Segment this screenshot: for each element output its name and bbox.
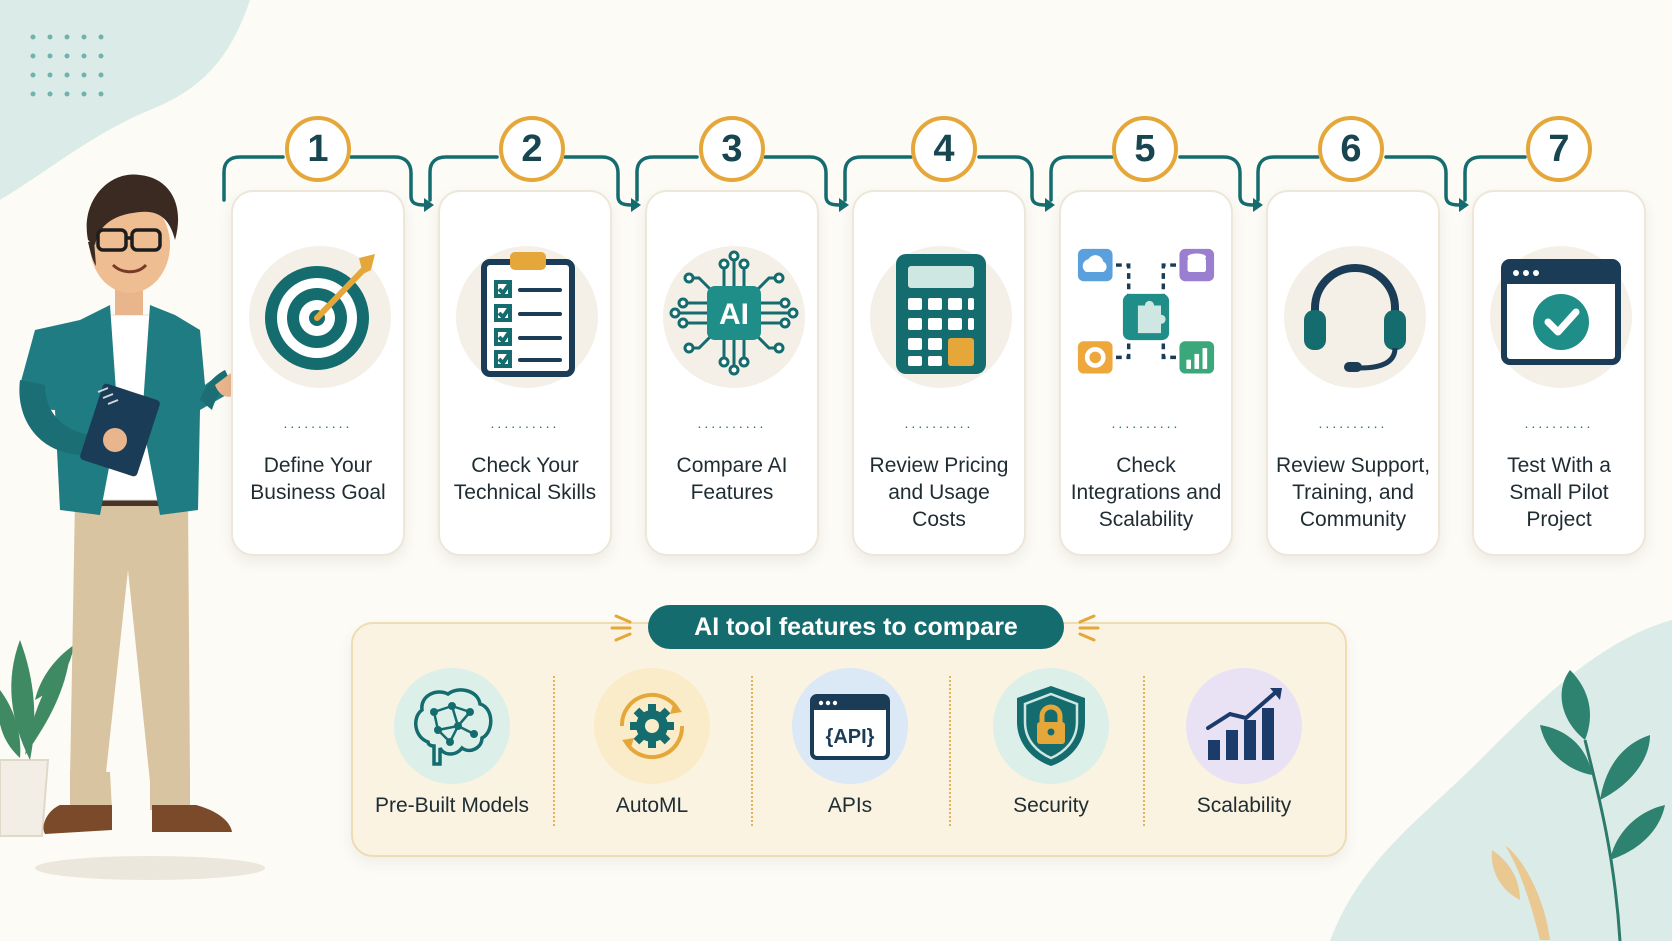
step-card-1: .......... Define Your Business Goal xyxy=(231,190,405,556)
step-number-badge-4: 4 xyxy=(911,116,977,182)
ai-chip-icon: AI xyxy=(669,250,799,376)
checklist-icon xyxy=(481,252,575,377)
gear-cycle-icon xyxy=(619,692,685,760)
feature-label: Security xyxy=(1013,794,1089,817)
step-number-badge-2: 2 xyxy=(499,116,565,182)
title-sparkles xyxy=(610,614,1100,642)
features-panel-title: AI tool features to compare xyxy=(648,605,1064,649)
ai-chip-text: AI xyxy=(719,298,749,331)
feature-divider xyxy=(1143,676,1145,826)
step-separator: .......... xyxy=(490,415,560,431)
step-label: Compare AI Features xyxy=(676,454,788,504)
step-separator: .......... xyxy=(1111,415,1181,431)
shield-lock-icon xyxy=(1017,686,1085,766)
step-card-6: .......... Review Support, Training, and… xyxy=(1266,190,1440,556)
headset-icon xyxy=(1304,264,1406,372)
step-number-badge-5: 5 xyxy=(1112,116,1178,182)
step-number-badge-1: 1 xyxy=(285,116,351,182)
target-icon xyxy=(265,254,375,370)
step-separator: .......... xyxy=(1524,415,1594,431)
feature-item-apis: {API} APIs xyxy=(760,668,940,828)
feature-item-security: Security xyxy=(961,668,1141,828)
step-card-7: .......... Test With a Small Pilot Proje… xyxy=(1472,190,1646,556)
step-card-3: AI .......... Compare AI Features xyxy=(645,190,819,556)
browser-check-icon xyxy=(1501,259,1621,365)
feature-label: AutoML xyxy=(615,794,689,817)
feature-divider xyxy=(751,676,753,826)
step-label: Test With a Small Pilot Project xyxy=(1507,454,1611,531)
step-separator: .......... xyxy=(1318,415,1388,431)
calculator-icon xyxy=(896,254,986,374)
step-number-badge-7: 7 xyxy=(1526,116,1592,182)
step-separator: .......... xyxy=(904,415,974,431)
growth-bars-icon xyxy=(1206,688,1282,760)
step-label: Define Your Business Goal xyxy=(250,454,386,504)
step-card-5: .......... Check Integrations and Scalab… xyxy=(1059,190,1233,556)
feature-label: Pre-Built Models xyxy=(374,794,530,817)
feature-label: APIs xyxy=(827,794,873,817)
integration-network-icon xyxy=(1077,248,1215,374)
neural-brain-icon xyxy=(414,688,493,766)
step-label: Check Your Technical Skills xyxy=(453,454,597,504)
step-separator: .......... xyxy=(697,415,767,431)
feature-label: Scalability xyxy=(1196,794,1292,817)
feature-item-automl: AutoML xyxy=(562,668,742,828)
step-number-badge-3: 3 xyxy=(699,116,765,182)
feature-divider xyxy=(553,676,555,826)
feature-item-scalability: Scalability xyxy=(1154,668,1334,828)
step-label: Check Integrations and Scalability xyxy=(1070,454,1222,531)
step-label: Review Support, Training, and Community xyxy=(1275,454,1431,531)
step-separator: .......... xyxy=(283,415,353,431)
api-text: {API} xyxy=(826,726,875,748)
step-number-badge-6: 6 xyxy=(1318,116,1384,182)
api-window-icon: {API} xyxy=(810,694,890,760)
step-card-2: .......... Check Your Technical Skills xyxy=(438,190,612,556)
feature-divider xyxy=(949,676,951,826)
step-card-4: .......... Review Pricing and Usage Cost… xyxy=(852,190,1026,556)
step-label: Review Pricing and Usage Costs xyxy=(869,454,1009,531)
feature-item-pre-built-models: Pre-Built Models xyxy=(362,668,542,828)
